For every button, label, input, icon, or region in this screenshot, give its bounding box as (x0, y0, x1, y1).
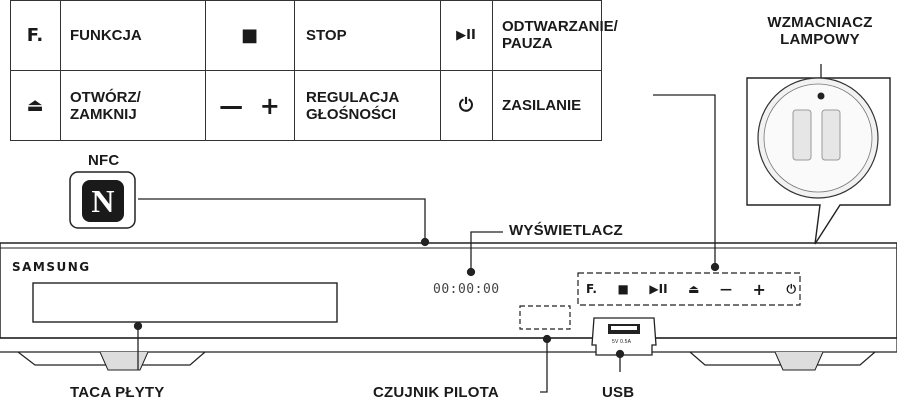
panel-play-pause-button[interactable]: ▶II (649, 282, 668, 296)
button-legend-table: F. FUNKCJA ■ STOP ▶II ODTWARZANIE/ PAUZA… (10, 0, 618, 141)
legend-label-funkcja: FUNKCJA (70, 26, 142, 44)
eject-icon: ⏏ (26, 95, 44, 116)
callout-remote-sensor: CZUJNIK PILOTA (373, 384, 499, 401)
disc-tray (32, 282, 338, 323)
panel-volume-down-button[interactable]: — (719, 282, 732, 296)
remote-sensor-area (519, 305, 571, 330)
panel-buttons-area (577, 272, 801, 306)
panel-stop-button[interactable]: ■ (617, 282, 629, 296)
stop-icon: ■ (240, 24, 258, 46)
function-icon: F. (26, 24, 44, 46)
legend-label-stop: STOP (306, 26, 347, 44)
panel-power-button[interactable]: ⏻ (786, 281, 796, 296)
volume-icon: — + (219, 91, 280, 120)
brand-logo: SAMSUNG (12, 260, 91, 274)
play-pause-icon: ▶II (456, 27, 476, 43)
display-readout: 00:00:00 (433, 282, 500, 297)
panel-volume-up-button[interactable]: + (752, 279, 766, 299)
power-icon: ⏻ (458, 95, 474, 116)
legend-label-volume: REGULACJA GŁOŚNOŚCI (306, 88, 400, 123)
usb-port-label: 5V 0.5A (612, 339, 632, 345)
legend-label-open-close: OTWÓRZ/ ZAMKNIJ (70, 88, 141, 123)
legend-divider (10, 70, 602, 71)
callout-display: WYŚWIETLACZ (509, 222, 623, 239)
usb-port (591, 317, 657, 356)
callout-usb: USB (602, 384, 635, 401)
leader-lines (133, 64, 822, 393)
legend-label-play-pause: ODTWARZANIE/ PAUZA (502, 18, 618, 52)
panel-eject-button[interactable]: ⏏ (688, 282, 700, 296)
callout-nfc: NFC (88, 152, 120, 169)
front-panel-buttons: F. ■ ▶II ⏏ — + ⏻ (586, 277, 796, 301)
nfc-icon: N (91, 183, 115, 219)
callout-disc-tray: TACA PŁYTY (70, 384, 165, 401)
nfc-logo-box (69, 171, 136, 229)
panel-function-button[interactable]: F. (586, 282, 597, 296)
callout-amplifier: WZMACNIACZ LAMPOWY (767, 14, 873, 48)
amplifier-callout (746, 77, 891, 245)
legend-label-power: ZASILANIE (502, 97, 582, 114)
